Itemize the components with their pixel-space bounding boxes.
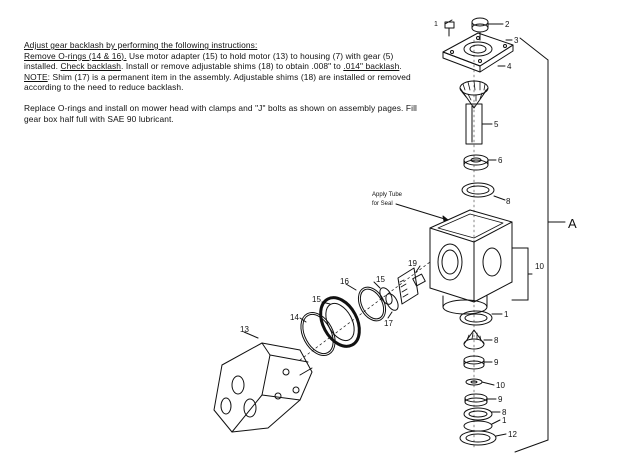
- label-16: 16: [340, 277, 349, 286]
- label-15-shim: 15: [376, 275, 385, 284]
- part-bottom-nut-12: 12: [459, 430, 517, 446]
- part-hydraulic-motor: 13: [213, 325, 313, 433]
- callout-line-2: for Seal: [372, 201, 393, 207]
- part-seal-1-bottom: 1: [463, 416, 507, 432]
- check-backlash-text: Check backlash: [60, 61, 122, 72]
- label-6: 6: [498, 156, 503, 165]
- instructions-heading-text: Adjust gear backlash by performing the f…: [24, 40, 258, 50]
- part-bevel-gear-shaft: 5: [459, 80, 499, 145]
- label-10-upper: 10: [535, 262, 544, 271]
- label-8-mid: 8: [494, 336, 499, 345]
- label-8-bottom: 8: [502, 408, 507, 417]
- label-15: 15: [312, 295, 321, 304]
- label-13: 13: [240, 325, 249, 334]
- part-washer-10: 10: [465, 378, 505, 390]
- label-1-lower: 1: [504, 310, 509, 319]
- label-3: 3: [514, 36, 519, 45]
- backlash-value-text: .014" backlash: [343, 61, 400, 72]
- part-lower-gear: 8: [463, 329, 499, 350]
- label-2: 2: [505, 20, 510, 29]
- label-19: 19: [408, 259, 417, 268]
- assembly-bracket-a: A: [514, 37, 577, 453]
- label-1: 1: [434, 21, 438, 28]
- shims-text: . Install or remove adjustable shims (18…: [121, 61, 344, 72]
- part-drive-gear-19: 19: [397, 259, 426, 305]
- part-cap-screw: 2: [471, 17, 510, 41]
- motor-adapter-text: Use motor adapter (15) to hold motor (13…: [24, 50, 394, 72]
- part-bearing-9: 9: [463, 355, 499, 370]
- remove-orings-text: Remove O-rings (14 & 16).: [24, 50, 127, 61]
- label-12: 12: [508, 430, 517, 439]
- label-1-bottom: 1: [502, 416, 507, 425]
- label-10-lower: 10: [496, 381, 505, 390]
- part-seal-8-bottom: 8: [463, 407, 507, 421]
- assembly-centerline: [299, 261, 431, 361]
- label-14: 14: [290, 313, 299, 322]
- callout-apply-tube: Apply Tube for Seal: [372, 192, 449, 222]
- label-17: 17: [384, 319, 393, 328]
- callout-line-1: Apply Tube: [372, 192, 403, 198]
- part-bearing-9-lower: 9: [464, 393, 503, 407]
- note-label: NOTE: [24, 71, 48, 82]
- note-text: : Shim (17) is a permanent item in the a…: [24, 71, 411, 93]
- part-gear-housing: 10: [429, 209, 544, 315]
- part-seal-8-upper: 8: [461, 182, 511, 206]
- separator-text: .: [399, 61, 402, 72]
- part-top-bolt: 1: [434, 19, 455, 37]
- assembly-label: A: [568, 216, 577, 231]
- instructions-paragraph-1: Remove O-rings (14 & 16). Use motor adap…: [24, 51, 424, 93]
- backlash-instructions: Adjust gear backlash by performing the f…: [24, 40, 424, 124]
- part-seal-8-lower: 1: [459, 310, 509, 326]
- part-oring-16: 16: [340, 277, 387, 322]
- part-bearing-6: 6: [463, 154, 503, 171]
- label-9-upper: 9: [494, 358, 499, 367]
- label-9-lower: 9: [498, 395, 503, 404]
- part-top-cover: 3 4: [442, 32, 519, 73]
- instructions-paragraph-2: Replace O-rings and install on mower hea…: [24, 102, 418, 124]
- label-8-upper: 8: [506, 197, 511, 206]
- instructions-heading: Adjust gear backlash by performing the f…: [24, 40, 424, 51]
- label-4: 4: [507, 62, 512, 71]
- part-motor-adapter-15: 15: [312, 295, 361, 348]
- label-5: 5: [494, 120, 499, 129]
